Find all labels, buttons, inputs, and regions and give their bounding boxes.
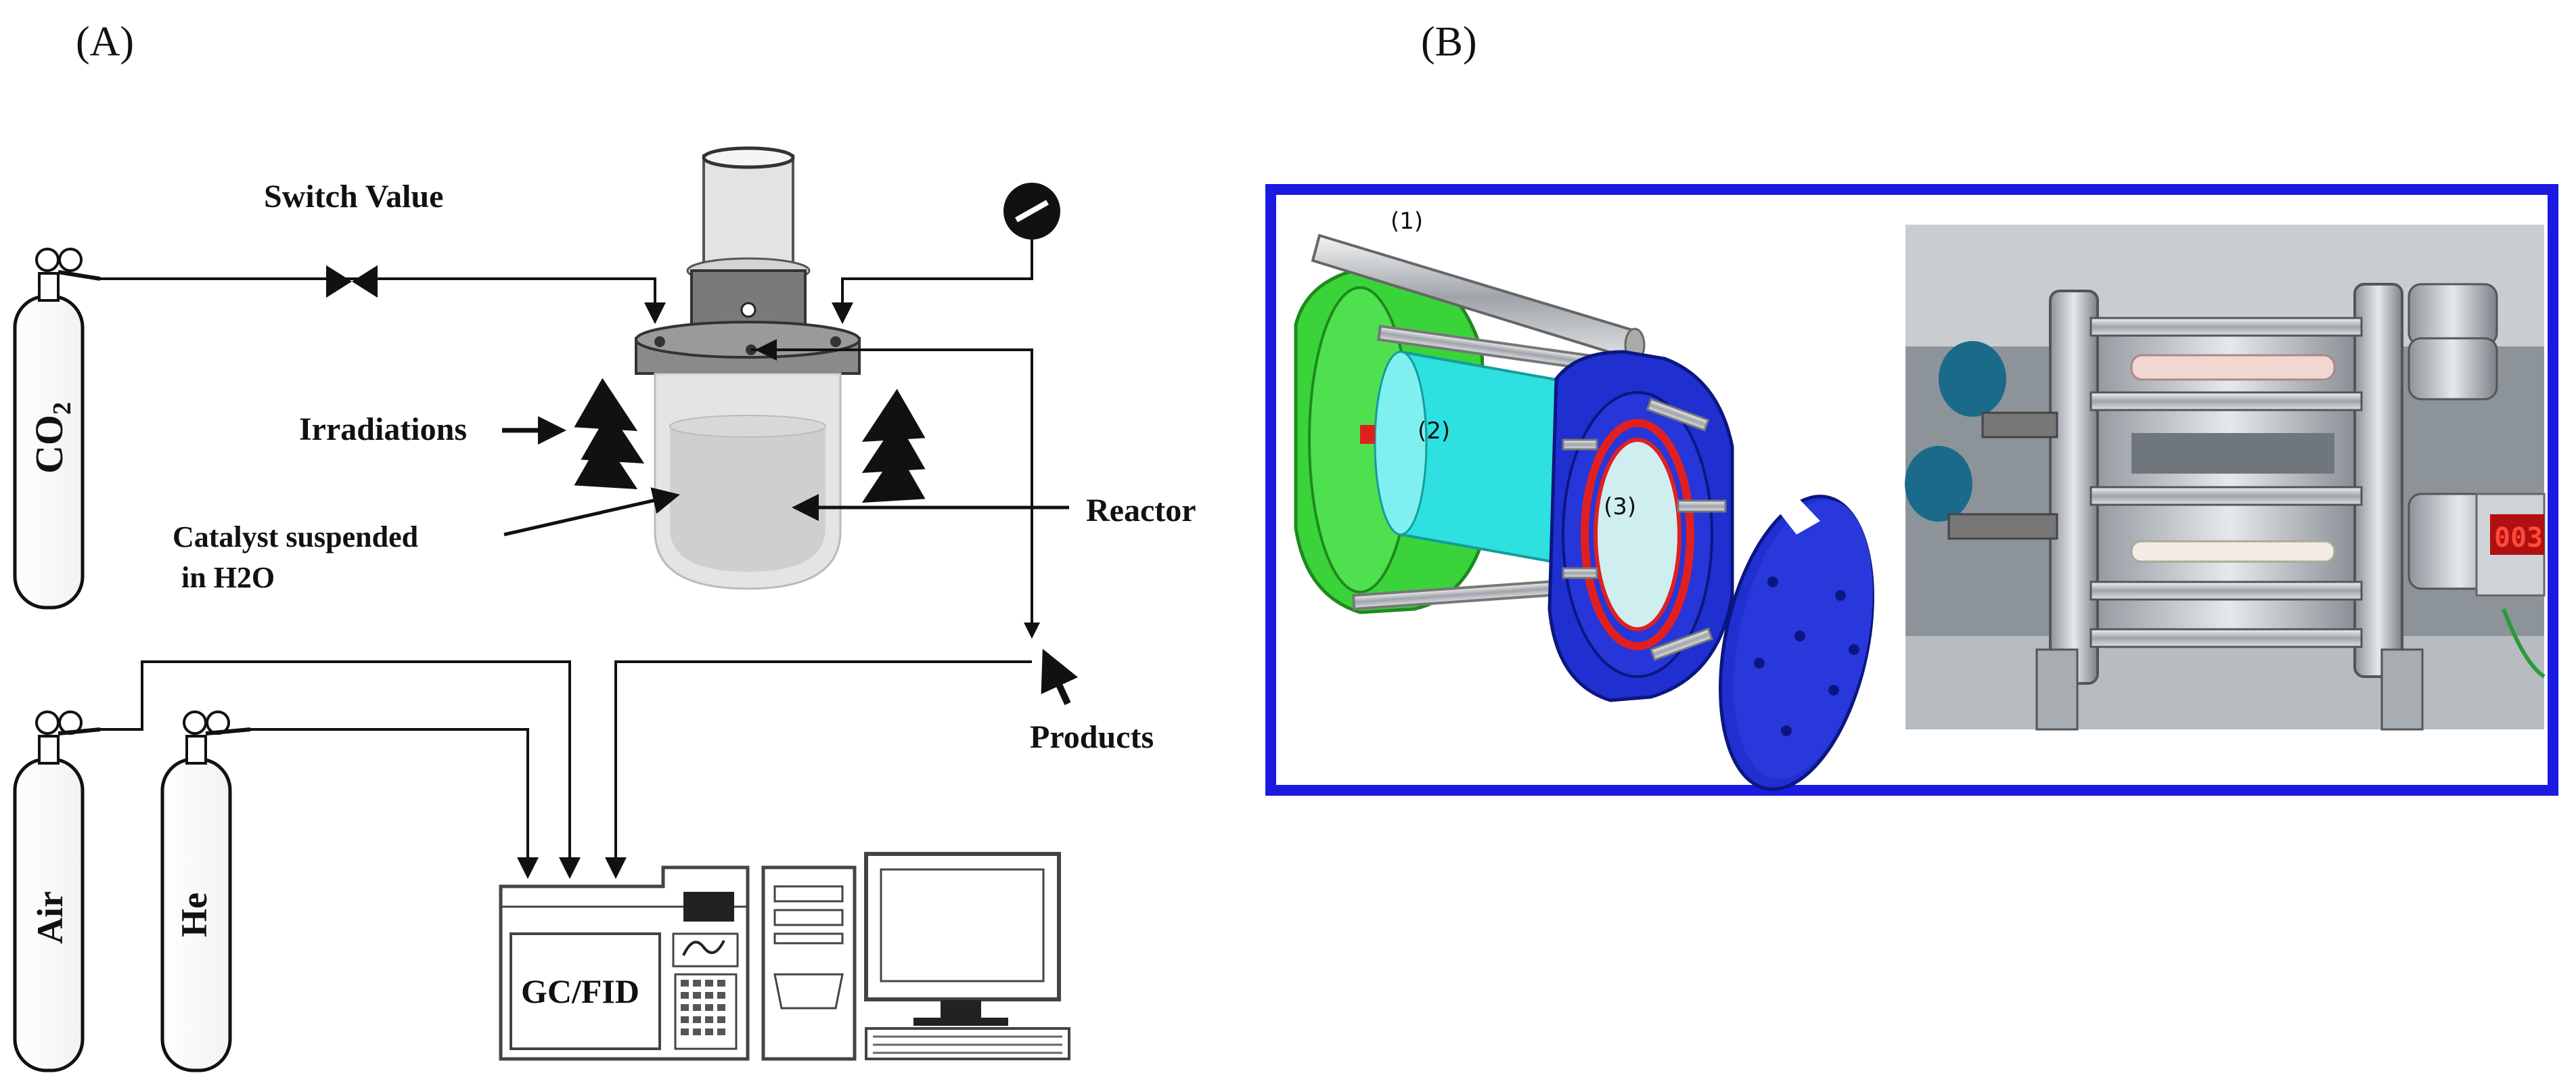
switch-valve-icon (326, 265, 378, 298)
end-cap (1719, 493, 1874, 791)
digital-meter-reading: 003 (2494, 522, 2543, 553)
reactor-label: Reactor (1086, 493, 1196, 528)
part-label-3: (3) (1604, 493, 1636, 520)
he-cylinder: He (160, 710, 251, 1072)
panel-label-b: (B) (1421, 19, 1477, 65)
air-feed-line (100, 660, 581, 879)
reactor-photograph: 003 (1905, 225, 2546, 731)
irradiations-label: Irradiations (299, 411, 467, 447)
he-feed-line (250, 728, 539, 879)
co2-subscript: 2 (48, 402, 76, 415)
gauge-line (832, 240, 1033, 324)
pressure-gauge-icon (1003, 183, 1060, 240)
valve-knob-lower (1905, 446, 1972, 522)
product-to-gc-line (605, 660, 1032, 879)
inlet-port-marker (1360, 425, 1375, 444)
part-label-2: (2) (1418, 417, 1450, 445)
pc-tower (761, 865, 857, 1061)
catalyst-label-line1: Catalyst suspended (173, 520, 418, 553)
schematic-panel-a: CO2 Air He Switch Value (13, 146, 1196, 1072)
reactor (635, 146, 861, 590)
svg-text:CO2: CO2 (27, 402, 76, 474)
keyboard-keys (873, 1035, 1062, 1054)
cad-exploded-view: (1) (2) (3) (1294, 208, 1874, 791)
gc-keypad (674, 973, 738, 1050)
gc-fid-instrument: GC/FID (499, 865, 750, 1061)
regulator-gauge-icon (35, 248, 60, 272)
irradiation-arrows-right (861, 388, 926, 503)
irradiation-arrows-left (574, 378, 645, 489)
products-label: Products (1030, 719, 1154, 755)
valve-knob-upper (1939, 341, 2006, 417)
panel-label-a: (A) (76, 19, 134, 65)
seal-ring (1581, 419, 1694, 650)
switch-value-label: Switch Value (264, 179, 443, 214)
he-cylinder-label: He (174, 892, 214, 937)
gc-fid-label: GC/FID (521, 972, 639, 1010)
part-label-1: (1) (1391, 208, 1423, 235)
computer-monitor (864, 852, 1070, 1060)
reactor-assembly-panel-b: (1) (2) (3) (1265, 184, 2558, 796)
catalyst-label-line2: in H2O (181, 561, 275, 594)
air-cylinder: Air (13, 710, 101, 1072)
co2-cylinder-label: CO (27, 415, 71, 474)
co2-feed-line (100, 277, 666, 324)
co2-cylinder: CO2 (13, 248, 101, 610)
air-cylinder-label: Air (30, 891, 70, 944)
